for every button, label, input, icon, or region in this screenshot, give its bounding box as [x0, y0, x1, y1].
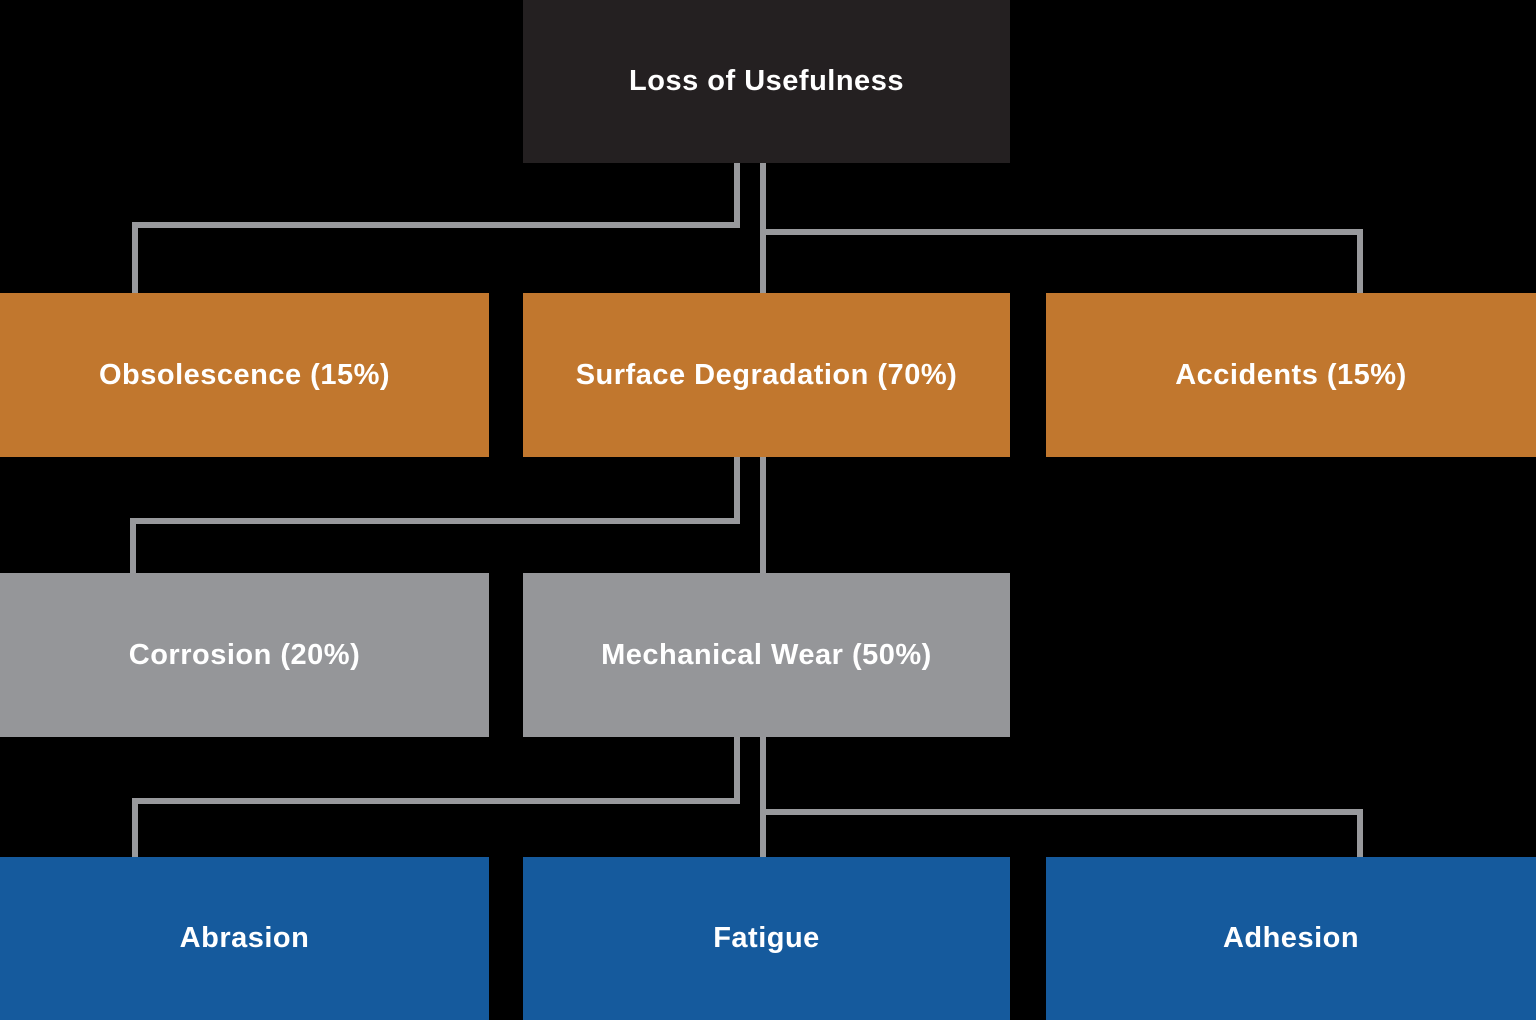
node-label: Accidents (15%) [1175, 358, 1407, 391]
connector-segment [1357, 809, 1363, 857]
connector-segment [760, 737, 766, 857]
connector-segment [132, 798, 138, 857]
connector-segment [734, 457, 740, 524]
node-fatigue: Fatigue [523, 857, 1010, 1020]
node-label: Loss of Usefulness [629, 65, 904, 97]
connector-segment [763, 809, 1363, 815]
node-adhesion: Adhesion [1046, 857, 1536, 1020]
node-loss-of-usefulness: Loss of Usefulness [523, 0, 1010, 163]
node-surface-degradation: Surface Degradation (70%) [523, 293, 1010, 457]
connector-segment [132, 798, 740, 804]
node-label: Abrasion [179, 922, 310, 954]
connector-segment [130, 518, 740, 524]
connector-segment [734, 737, 740, 804]
node-abrasion: Abrasion [0, 857, 489, 1020]
connector-segment [130, 518, 136, 573]
connector-segment [760, 163, 766, 293]
node-obsolescence: Obsolescence (15%) [0, 293, 489, 457]
node-label: Fatigue [713, 922, 820, 954]
node-label: Obsolescence (15%) [98, 358, 391, 391]
node-label: Surface Degradation (70%) [575, 358, 958, 391]
connector-segment [1357, 229, 1363, 293]
node-label: Adhesion [1222, 922, 1360, 954]
connector-segment [760, 457, 766, 573]
connector-segment [734, 163, 740, 228]
connector-segment [763, 229, 1363, 235]
connector-segment [132, 222, 138, 293]
node-accidents: Accidents (15%) [1046, 293, 1536, 457]
node-label: Mechanical Wear (50%) [601, 638, 932, 671]
node-mechanical-wear: Mechanical Wear (50%) [523, 573, 1010, 737]
connector-segment [132, 222, 740, 228]
node-label: Corrosion (20%) [128, 638, 361, 671]
node-corrosion: Corrosion (20%) [0, 573, 489, 737]
